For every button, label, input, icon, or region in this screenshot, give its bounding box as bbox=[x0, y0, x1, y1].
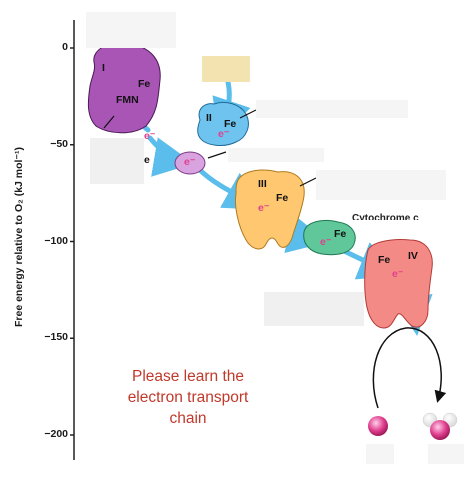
complex-iv-shape bbox=[364, 239, 433, 329]
complex-i-pointer bbox=[103, 115, 115, 129]
complex-i-fe: Fe bbox=[138, 78, 151, 90]
electron-label-2: e⁻ bbox=[218, 128, 230, 140]
label-box-complex-iii-name[interactable] bbox=[316, 170, 446, 200]
label-box-q-right[interactable] bbox=[228, 148, 324, 162]
y-tick-label: −200 bbox=[44, 428, 68, 440]
label-box-nadh[interactable] bbox=[86, 12, 176, 48]
complex-ii-fe: Fe bbox=[224, 118, 237, 130]
y-tick-label: 0 bbox=[62, 41, 68, 53]
study-note-line-2: electron transport bbox=[127, 389, 249, 406]
cytochrome-c-fe: Fe bbox=[334, 228, 347, 240]
study-note-line-1: Please learn the bbox=[131, 368, 245, 385]
q-partial-text: e bbox=[144, 154, 150, 166]
electron-label-5: e⁻ bbox=[320, 236, 332, 248]
electron-label-1: e⁻ bbox=[144, 130, 156, 142]
study-note: Please learn the electron transport chai… bbox=[100, 366, 276, 429]
label-box-q-left[interactable] bbox=[90, 138, 144, 184]
label-box-complex-ii-name[interactable] bbox=[256, 100, 408, 118]
complex-iii-roman: III bbox=[258, 178, 267, 190]
cytochrome-c-shape bbox=[303, 219, 356, 256]
label-box-water[interactable] bbox=[428, 444, 464, 464]
complex-iii-fe: Fe bbox=[276, 192, 289, 204]
oxygen-sphere bbox=[368, 416, 388, 436]
complex-iii-pointer bbox=[299, 177, 317, 187]
water-oxygen-sphere bbox=[430, 420, 450, 440]
study-note-line-3: chain bbox=[169, 410, 207, 427]
label-box-succinate[interactable] bbox=[202, 56, 250, 82]
complex-ii-roman: II bbox=[206, 112, 212, 124]
electron-label-4: e⁻ bbox=[258, 202, 270, 214]
cytochrome-c-label: Cytochrome c bbox=[352, 213, 419, 220]
complex-ii-shape bbox=[197, 101, 249, 146]
complex-iv-fe: Fe bbox=[378, 254, 391, 266]
y-axis-ticks bbox=[70, 47, 74, 436]
electron-label-3: e⁻ bbox=[184, 156, 196, 168]
complex-i-fmn: FMN bbox=[116, 94, 139, 106]
complex-iv-roman: IV bbox=[408, 250, 418, 262]
label-box-complex-iv-name[interactable] bbox=[264, 292, 364, 326]
electron-label-6: e⁻ bbox=[392, 268, 404, 280]
complex-ii-pointer bbox=[239, 109, 257, 119]
ubiquinone-ellipse bbox=[174, 151, 206, 175]
ubiquinone-pointer bbox=[207, 151, 227, 159]
y-tick-label: −150 bbox=[44, 331, 68, 344]
complex-iii-shape bbox=[235, 169, 305, 250]
complex-i-roman: I bbox=[102, 62, 105, 74]
y-axis-title: Free energy relative to O₂ (kJ mol⁻¹) bbox=[13, 146, 25, 328]
y-tick-label: −100 bbox=[44, 234, 68, 247]
water-formation-arrow bbox=[372, 327, 447, 409]
y-tick-label: −50 bbox=[50, 137, 68, 150]
label-box-o2[interactable] bbox=[366, 444, 394, 464]
